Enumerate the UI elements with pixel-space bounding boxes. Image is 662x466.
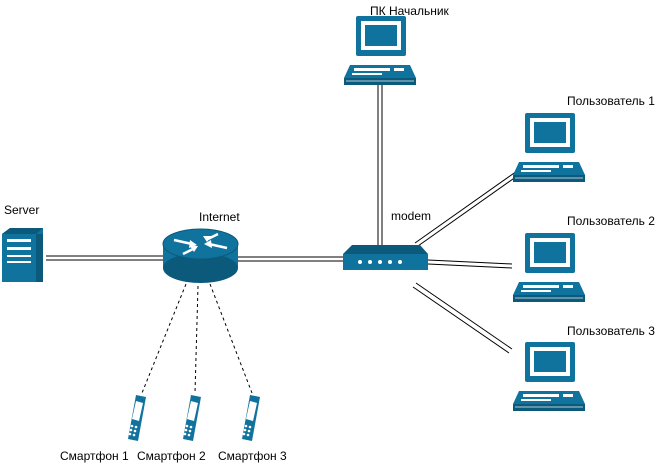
link-internet-phone1 (141, 283, 187, 394)
phone2-node[interactable]: Смартфон 2 (137, 395, 206, 463)
user3-node[interactable]: Пользователь 3 (513, 324, 655, 411)
pc-boss-label: ПК Начальник (370, 4, 450, 18)
desktop-pc-icon (344, 16, 416, 85)
link-internet-phone2 (194, 285, 199, 394)
pc-boss-node[interactable]: ПК Начальник (344, 4, 450, 85)
smartphone-icon (242, 395, 260, 441)
smartphone-icon (183, 395, 201, 441)
connections (46, 85, 521, 394)
user2-label: Пользователь 2 (567, 214, 655, 228)
server-icon (2, 228, 43, 282)
link-modem-user3 (412, 282, 513, 354)
server-label: Server (4, 203, 39, 217)
user1-node[interactable]: Пользователь 1 (513, 94, 655, 182)
user1-label: Пользователь 1 (567, 94, 655, 108)
router-icon (162, 228, 239, 283)
user2-node[interactable]: Пользователь 2 (513, 214, 655, 302)
modem-node[interactable]: modem (343, 209, 431, 270)
user3-label: Пользователь 3 (567, 324, 655, 338)
link-modem-user2 (427, 259, 513, 269)
smartphone-icon (128, 395, 146, 441)
phone1-node[interactable]: Смартфон 1 (60, 395, 146, 463)
phone2-label: Смартфон 2 (137, 449, 206, 463)
link-modem-user1 (414, 170, 521, 247)
modem-icon (343, 245, 428, 270)
phone3-node[interactable]: Смартфон 3 (218, 395, 287, 463)
link-internet-modem (238, 256, 343, 262)
internet-label: Internet (199, 210, 240, 224)
link-modem-pc-boss (377, 85, 383, 245)
desktop-pc-icon (513, 113, 585, 182)
link-internet-phones (141, 283, 253, 394)
internet-node[interactable]: Internet (162, 210, 240, 283)
phone3-label: Смартфон 3 (218, 449, 287, 463)
desktop-pc-icon (513, 342, 585, 411)
link-server-internet (46, 255, 163, 261)
desktop-pc-icon (513, 233, 585, 302)
phone1-label: Смартфон 1 (60, 449, 129, 463)
modem-label: modem (391, 209, 431, 223)
link-internet-phone3 (209, 283, 253, 394)
server-node[interactable]: Server (2, 203, 43, 282)
